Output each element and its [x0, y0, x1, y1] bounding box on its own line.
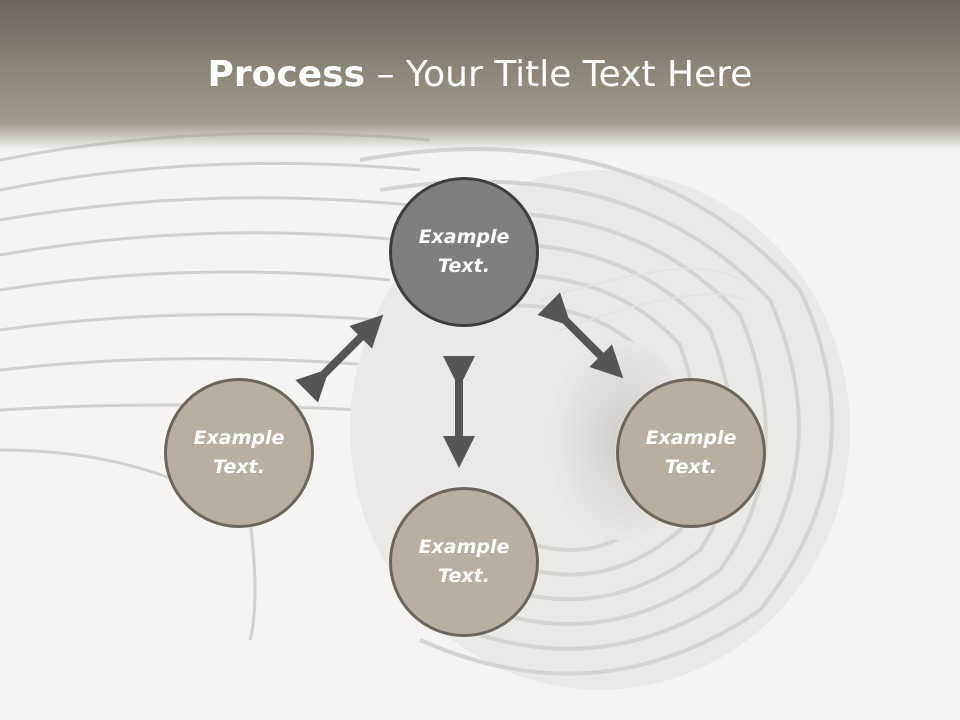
title-bold: Process	[207, 54, 366, 95]
node-top-line2: Text.	[438, 255, 490, 277]
title-rest: – Your Title Text Here	[365, 54, 753, 95]
title-bar	[0, 0, 960, 150]
node-bottom-line2: Text.	[438, 565, 490, 587]
node-left-line2: Text.	[213, 456, 265, 478]
page-title: Process – Your Title Text Here	[0, 52, 960, 98]
node-right-line1: Example	[645, 427, 737, 449]
node-left-line1: Example	[193, 427, 285, 449]
node-top-line1: Example	[418, 226, 510, 248]
node-bottom-line1: Example	[418, 536, 510, 558]
node-right-line2: Text.	[665, 456, 717, 478]
